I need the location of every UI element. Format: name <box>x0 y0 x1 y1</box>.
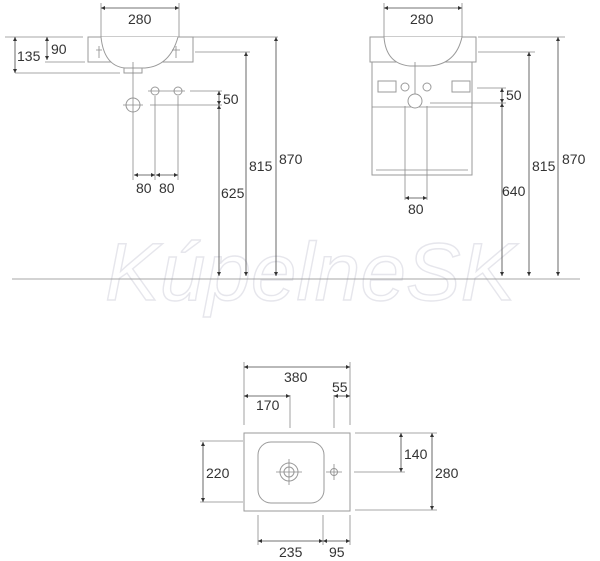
cabinet <box>371 61 473 176</box>
front-815-label: 815 <box>532 158 556 174</box>
side-90-label: 90 <box>51 41 67 57</box>
top-140-label: 140 <box>404 446 428 462</box>
front-50-label: 50 <box>506 87 522 103</box>
tap-hole-right <box>422 82 432 92</box>
front-870-label: 870 <box>562 151 586 167</box>
side-80a-label: 80 <box>136 180 152 196</box>
side-870-label: 870 <box>279 151 303 167</box>
watermark: KúpelneSK <box>105 227 519 318</box>
side-view <box>87 36 194 180</box>
side-135-label: 135 <box>17 48 41 64</box>
cabinet-cutout-left <box>377 80 397 93</box>
side-815-label: 815 <box>249 158 273 174</box>
front-width-label: 280 <box>410 11 434 27</box>
side-width-label: 280 <box>128 11 152 27</box>
top-235-label: 235 <box>279 544 303 560</box>
side-625-label: 625 <box>221 185 245 201</box>
top-95-label: 95 <box>329 544 345 560</box>
tap-hole-left <box>400 82 410 92</box>
top-view <box>243 432 351 512</box>
front-640-label: 640 <box>502 183 526 199</box>
top-55-label: 55 <box>332 379 348 395</box>
waste-outlet <box>407 93 423 109</box>
cabinet-cutout-right <box>451 80 471 93</box>
top-280-label: 280 <box>435 465 459 481</box>
side-80b-label: 80 <box>159 180 175 196</box>
front-80-label: 80 <box>408 201 424 217</box>
dimension-lines <box>5 3 565 545</box>
front-view <box>369 36 477 200</box>
top-170-label: 170 <box>256 397 280 413</box>
top-380-label: 380 <box>284 369 308 385</box>
dimension-labels: 280 135 90 80 80 50 625 815 870 280 50 8… <box>17 11 586 560</box>
bowl-outline <box>100 36 179 69</box>
bowl-outline <box>383 36 463 67</box>
top-220-label: 220 <box>206 465 230 481</box>
side-50-label: 50 <box>223 91 239 107</box>
